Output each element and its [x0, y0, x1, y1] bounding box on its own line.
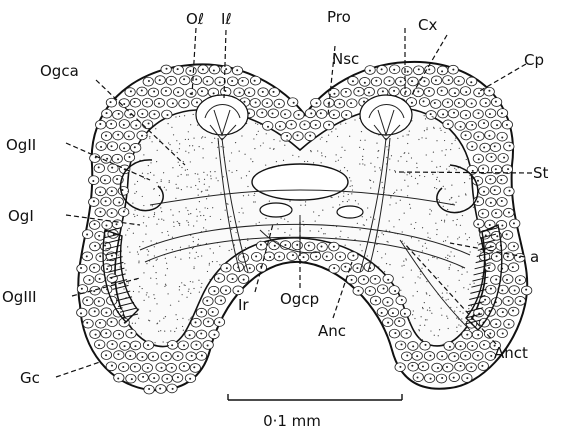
label-ogii: OgII: [6, 136, 36, 154]
label-cx: Cx: [418, 16, 437, 34]
label-ir: Ir: [238, 296, 249, 314]
label-ogca: Ogca: [40, 62, 79, 80]
central-body: [252, 164, 348, 200]
label-st: St: [533, 164, 549, 182]
label-ol: Oℓ: [186, 10, 204, 28]
scale-bar-label: 0·1 mm: [263, 412, 321, 430]
label-ogcp: Ogcp: [280, 290, 319, 308]
label-ogiii: OgIII: [2, 288, 37, 306]
label-anc: Anc: [318, 322, 346, 340]
label-ogi: OgI: [8, 207, 34, 225]
label-cp: Cp: [524, 51, 544, 69]
label-gc: Gc: [20, 369, 40, 387]
ir-body-left: [260, 203, 292, 217]
scale-bar: [228, 394, 402, 400]
ir-body-right: [337, 206, 363, 218]
label-pro: Pro: [327, 8, 351, 26]
label-a: a: [530, 248, 539, 266]
label-il: Iℓ: [221, 10, 232, 28]
label-nsc: Nsc: [332, 50, 359, 68]
label-anct: Anct: [494, 344, 528, 362]
